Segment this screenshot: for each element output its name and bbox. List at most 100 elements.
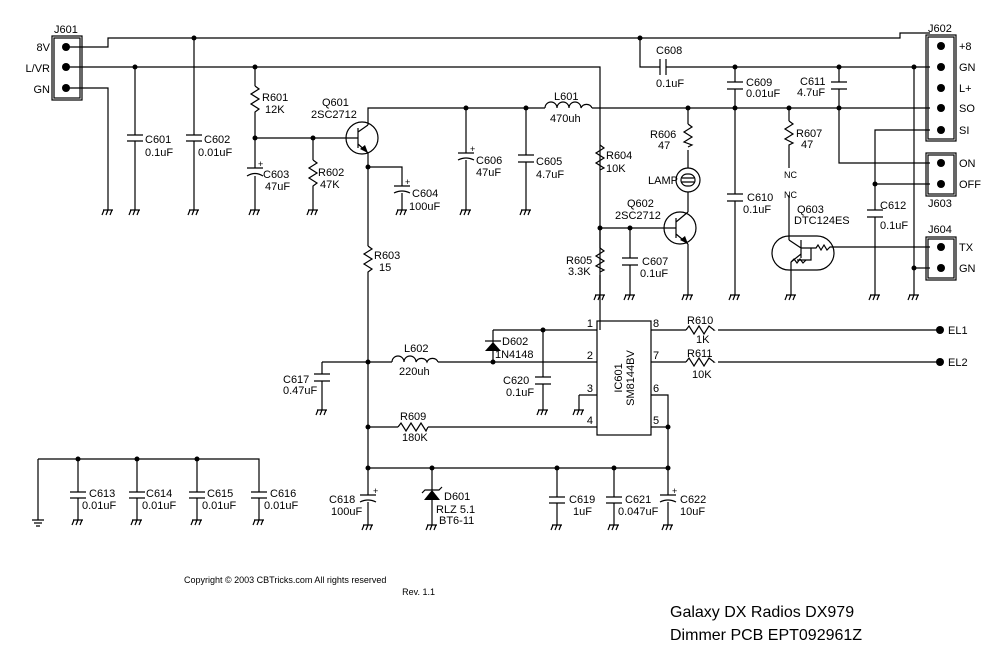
c616-ref: C616 (270, 488, 296, 500)
c621-value: 0.047uF (618, 506, 659, 518)
c622-ref: C622 (680, 494, 706, 506)
ground-icon (71, 519, 84, 526)
q601-value: 2SC2712 (311, 109, 357, 121)
el2-label: EL2 (948, 357, 968, 369)
resistor-r601-icon (249, 85, 261, 115)
d601-value: RLZ 5.1 (436, 504, 475, 516)
d602-value: 1N4148 (495, 349, 534, 361)
c610-value: 0.1uF (743, 204, 771, 216)
resistor-r606-icon (682, 123, 694, 148)
capacitor-c607-icon (622, 257, 638, 266)
q603-ref: Q603 (797, 204, 824, 216)
svg-text:+: + (672, 486, 677, 496)
r605-value: 3.3K (568, 266, 591, 278)
r605-ref: R605 (566, 255, 592, 267)
c615-value: 0.01uF (202, 500, 237, 512)
r606-ref: R606 (650, 129, 676, 141)
transistor-q602-icon (660, 211, 697, 245)
capacitor-c608-icon (659, 59, 667, 75)
r611-value: 10K (692, 369, 712, 381)
c604-ref: C604 (412, 188, 438, 200)
capacitor-c611-icon (831, 81, 847, 90)
ground-icon (623, 294, 636, 301)
r603-value: 15 (379, 262, 391, 274)
j602-pin-si: SI (959, 125, 969, 137)
ic601-pin-4: 4 (587, 415, 593, 427)
c621-ref: C621 (625, 494, 651, 506)
capacitor-c617-icon (314, 373, 330, 382)
resistor-r607-icon (783, 120, 795, 148)
c603-value: 47uF (265, 181, 290, 193)
c603-ref: C603 (263, 169, 289, 181)
chassis-ground-icon (32, 519, 44, 527)
c613-ref: C613 (89, 488, 115, 500)
ground-icon (550, 524, 563, 531)
svg-text:+: + (373, 486, 378, 496)
c615-ref: C615 (207, 488, 233, 500)
q601-ref: Q601 (322, 97, 349, 109)
r606-value: 47 (658, 140, 670, 152)
capacitor-c619-icon (549, 496, 565, 504)
j603-pin-on: ON (959, 158, 976, 170)
r607-ref: R607 (796, 128, 822, 140)
ground-icon (868, 294, 881, 301)
ground-icon (306, 209, 319, 216)
transistor-q601-icon (345, 121, 379, 155)
nc-label-bottom: NC (784, 190, 797, 200)
ground-icon (572, 409, 585, 416)
j602-pin-so: SO (959, 103, 975, 115)
c614-ref: C614 (146, 488, 172, 500)
wires (37, 32, 940, 525)
j603-ref: J603 (928, 198, 952, 210)
ic601: 1 2 3 4 5 6 7 8 IC601 SM8144BV (587, 318, 659, 436)
r602-value: 47K (320, 179, 340, 191)
c610-ref: C610 (747, 192, 773, 204)
c604-value: 100uF (409, 201, 440, 213)
ground-symbols (32, 209, 920, 531)
lamp-label: LAMP (648, 175, 678, 187)
capacitor-c620-icon (535, 376, 551, 385)
ground-icon (607, 524, 620, 531)
capacitor-c606-icon (457, 152, 475, 161)
j604-pin-gn: GN (959, 263, 976, 275)
ic601-pin-8: 8 (653, 318, 659, 330)
d602-ref: D602 (502, 336, 528, 348)
r607-value: 47 (801, 139, 813, 151)
ground-icon (101, 209, 114, 216)
ground-icon (361, 524, 374, 531)
ground-icon (248, 209, 261, 216)
l602-ref: L602 (404, 343, 428, 355)
ground-icon (190, 519, 203, 526)
capacitor-c622-icon (659, 494, 677, 503)
connector-j601: J601 8V L/VR GN (26, 24, 83, 101)
capacitor-c609-icon (727, 81, 743, 90)
c608-value: 0.1uF (656, 78, 684, 90)
j601-pin-8v: 8V (37, 42, 51, 54)
c605-ref: C605 (536, 156, 562, 168)
capacitor-c603-icon (246, 167, 264, 177)
ground-icon (661, 524, 674, 531)
el1-terminal (936, 326, 944, 334)
nc-label-top: NC (784, 170, 797, 180)
c612-value: 0.1uF (880, 220, 908, 232)
capacitor-c605-icon (518, 154, 534, 163)
c606-ref: C606 (476, 155, 502, 167)
capacitor-c601-icon (127, 134, 143, 142)
c611-ref: C611 (800, 76, 825, 88)
svg-text:+: + (470, 144, 475, 154)
r604-ref: R604 (606, 150, 632, 162)
ic601-part: SM8144BV (625, 350, 637, 406)
j601-pin-lvr: L/VR (26, 63, 51, 75)
ground-icon (130, 519, 143, 526)
ground-icon (907, 294, 920, 301)
capacitor-c610-icon (727, 193, 743, 202)
ground-icon (128, 209, 141, 216)
r602-ref: R602 (318, 167, 344, 179)
ic601-pin-6: 6 (653, 383, 659, 395)
ground-icon (536, 409, 549, 416)
capacitor-c612-icon (867, 209, 883, 218)
q602-value: 2SC2712 (615, 210, 661, 222)
c607-ref: C607 (642, 256, 668, 268)
ground-icon (728, 294, 741, 301)
